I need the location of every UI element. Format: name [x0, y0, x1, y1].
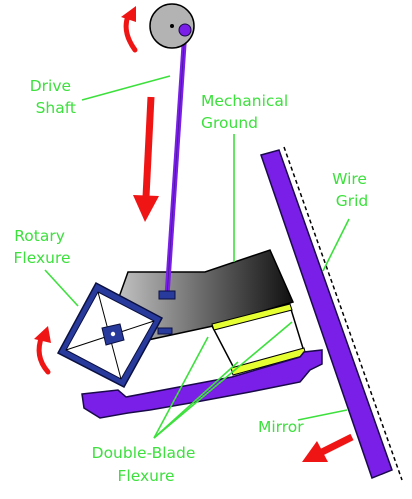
label-drive-shaft: Drive Shaft — [30, 77, 76, 117]
curved-arrow-counterclockwise-icon — [34, 326, 51, 375]
label-mechanical-ground: Mechanical Ground — [201, 92, 293, 132]
label-leader-lines — [44, 75, 350, 439]
label-rotary-flexure: Rotary Flexure — [13, 227, 70, 267]
label-mirror: Mirror — [258, 418, 304, 436]
label-double-blade-flexure: Double-Blade Flexure — [92, 444, 201, 485]
rotary-flexure — [56, 281, 173, 389]
mirror — [260, 149, 393, 479]
mirror-arm — [81, 349, 323, 419]
curved-arrow-counterclockwise-icon — [121, 6, 138, 53]
drive-wheel-crank-pin — [178, 23, 192, 37]
straight-arrow-down-icon — [133, 96, 159, 222]
flexure-blade-upper — [211, 303, 293, 331]
rotary-flexure-mount — [157, 327, 173, 335]
straight-arrow-down-left-icon — [302, 433, 354, 462]
wire-grid — [283, 146, 403, 481]
drive-shaft-clamp — [158, 290, 176, 300]
label-wire-grid: Wire Grid — [332, 170, 372, 210]
